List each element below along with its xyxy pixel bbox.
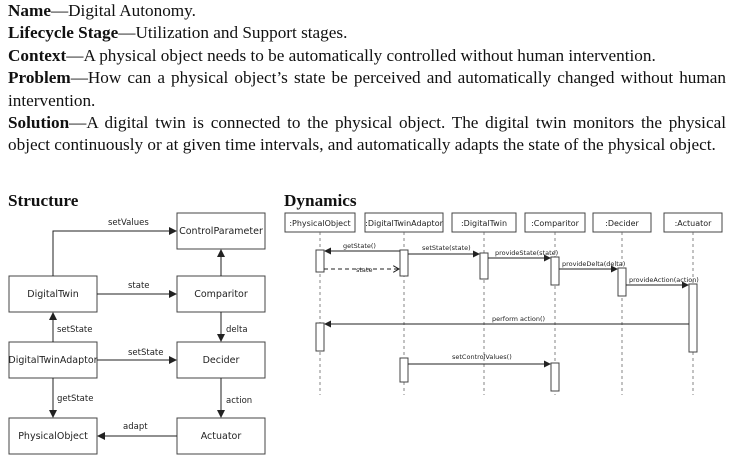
activation-comparitor-2	[550, 362, 560, 392]
lifeline-decider: :Decider	[605, 219, 639, 228]
label-digital-twin: DigitalTwin	[27, 289, 78, 300]
msg-perform-action: perform action()	[492, 315, 545, 323]
context-label: Context	[8, 45, 67, 65]
msg-provide-delta: provideDelta(delta)	[562, 260, 625, 268]
box-actuator	[176, 417, 266, 455]
label-adapt: adapt	[123, 422, 148, 432]
msg-provide-action: provideAction(action)	[629, 276, 699, 284]
msg-set-state: setState(state)	[422, 244, 471, 252]
msg-get-state: getState()	[343, 242, 376, 250]
activation-digital-twin-1	[479, 252, 489, 280]
arrow-set-values	[52, 227, 177, 276]
activation-digital-twin-adaptor-1	[399, 249, 409, 277]
label-state: state	[128, 281, 150, 291]
activation-actuator-1	[688, 283, 698, 353]
label-set-values: setValues	[108, 218, 149, 228]
label-decider: Decider	[203, 355, 240, 366]
label-set-state-up: setState	[57, 325, 93, 335]
pattern-description: Name—Digital Autonomy. Lifecycle Stage—U…	[8, 0, 726, 157]
name-value: Digital Autonomy.	[68, 1, 196, 20]
label-digital-twin-adaptor: DigitalTwinAdaptor	[8, 355, 97, 366]
problem-label: Problem	[8, 68, 71, 88]
activation-decider-1	[617, 267, 627, 297]
structure-heading: Structure	[8, 191, 79, 210]
box-control-parameter	[176, 212, 266, 250]
structure-diagram: ControlParameter DigitalTwin Comparitor …	[8, 212, 266, 455]
msg-provide-state: provideState(state)	[495, 249, 558, 257]
solution-label: Solution	[8, 113, 70, 133]
activation-digital-twin-adaptor-2	[399, 357, 409, 383]
lifeline-actuator: :Actuator	[675, 219, 713, 228]
lifeline-comparitor: :Comparitor	[531, 219, 579, 228]
lifecycle-value: Utilization and Support stages.	[135, 23, 348, 43]
problem-line: Problem—How can a physical object’s stat…	[8, 68, 726, 110]
lifecycle-label: Lifecycle Stage	[8, 23, 119, 43]
lifeline-digital-twin: :DigitalTwin	[461, 219, 507, 228]
activation-physical-object-2	[315, 322, 325, 352]
activation-comparitor-1	[550, 256, 560, 286]
msg-set-control-values: setControlValues()	[452, 353, 512, 361]
dynamics-heading: Dynamics	[284, 191, 357, 210]
label-physical-object: PhysicalObject	[18, 431, 88, 442]
context-line: Context—A physical object needs to be au…	[8, 45, 656, 65]
solution-line: Solution—A digital twin is connected to …	[8, 113, 726, 155]
label-actuator: Actuator	[201, 431, 242, 442]
sequence-diagram: :PhysicalObject :DigitalTwinAdaptor :Dig…	[284, 212, 723, 395]
label-get-state: getState	[57, 394, 93, 404]
box-comparitor	[176, 275, 266, 313]
label-action: action	[226, 396, 252, 406]
lifeline-physical-object: :PhysicalObject	[289, 219, 350, 228]
label-control-parameter: ControlParameter	[179, 226, 263, 237]
problem-value: How can a physical object’s state be per…	[8, 68, 726, 110]
lifecycle-line: Lifecycle Stage—Utilization and Support …	[8, 23, 348, 43]
activation-physical-object-1	[315, 249, 325, 273]
msg-state-return: state	[356, 266, 372, 274]
label-set-state-right: setState	[128, 348, 164, 358]
name-line: Name—Digital Autonomy.	[8, 1, 196, 20]
solution-value: A digital twin is connected to the physi…	[8, 113, 726, 155]
label-delta: delta	[226, 325, 248, 335]
context-value: A physical object needs to be automatica…	[83, 45, 656, 65]
lifeline-digital-twin-adaptor: :DigitalTwinAdaptor	[365, 219, 443, 228]
box-physical-object	[8, 417, 98, 455]
name-label: Name	[8, 1, 51, 20]
label-comparitor: Comparitor	[194, 289, 248, 300]
